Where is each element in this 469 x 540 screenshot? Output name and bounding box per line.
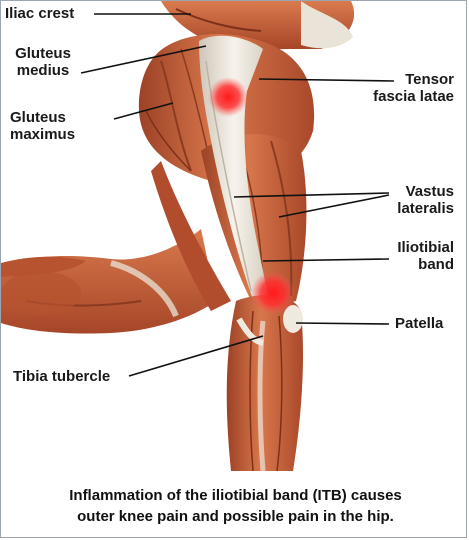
leader-tensor-fascia-latae [258,78,395,82]
figure-caption: Inflammation of the iliotibial band (ITB… [1,485,466,527]
leader-patella [295,322,390,325]
label-gluteus-maximus-line2: maximus [10,126,76,143]
label-iliotibial-line1: Iliotibial [397,239,454,256]
label-iliotibial-line2: band [418,256,454,273]
label-gluteus-maximus: Gluteus maximus [10,109,75,143]
leader-vastus-lateralis-2 [278,194,390,218]
label-tensor-fascia-latae: Tensor fascia latae [373,71,454,105]
leader-vastus-lateralis-1 [233,192,390,198]
label-iliotibial-band: Iliotibial band [397,239,454,273]
label-gluteus-medius-line2: medius [16,62,70,79]
leg-anatomy-illustration [1,1,395,472]
lower-leg [226,295,304,472]
caption-line2: outer knee pain and possible pain in the… [77,508,394,525]
label-patella: Patella [395,315,444,332]
label-iliac-crest: Iliac crest [5,5,75,22]
leader-lines [80,13,395,377]
label-tensor-line1: Tensor [405,71,454,88]
label-gluteus-medius: Gluteus medius [7,45,79,79]
label-vastus-line2: lateralis [397,200,454,217]
label-tibia-tubercle: Tibia tubercle [13,368,111,385]
label-gluteus-medius-line1: Gluteus [15,45,71,62]
label-vastus-lateralis: Vastus lateralis [397,183,454,217]
leader-gluteus-medius [80,45,207,74]
caption-line1: Inflammation of the iliotibial band (ITB… [69,487,402,504]
leader-gluteus-maximus [113,102,174,120]
back-leg [1,229,216,334]
leader-iliotibial-band [262,258,390,262]
label-gluteus-maximus-line1: Gluteus [10,109,66,126]
hip-inflammation-spot [208,77,248,117]
leader-tibia-tubercle [128,335,264,377]
label-vastus-line1: Vastus [405,183,454,200]
knee-inflammation-spot [251,271,295,315]
label-tensor-line2: fascia latae [373,88,454,105]
